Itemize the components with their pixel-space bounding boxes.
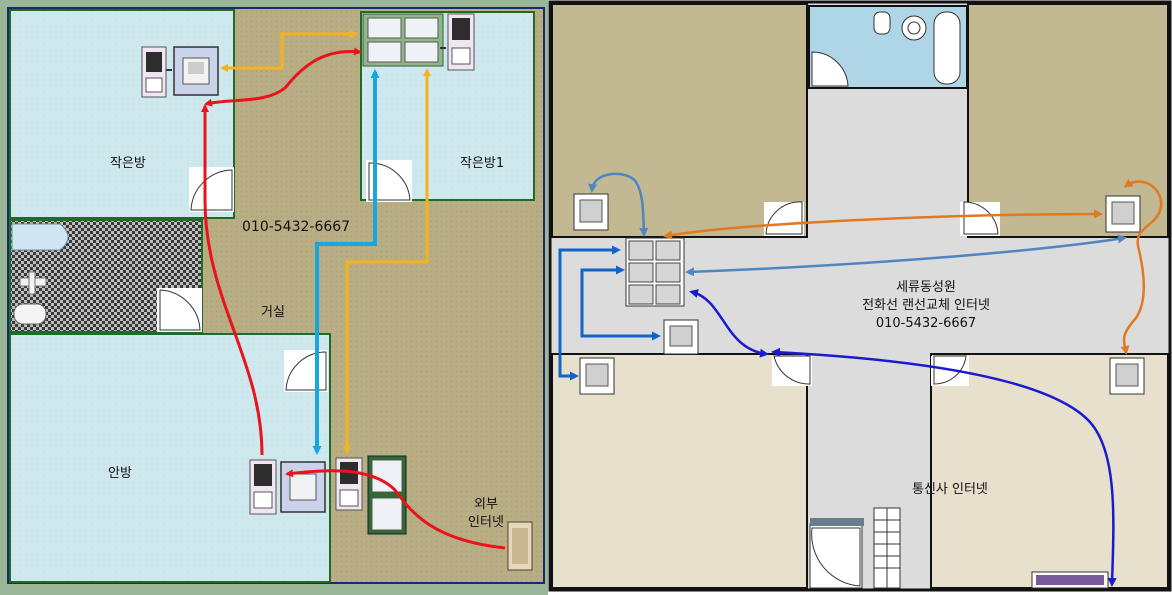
arrow-top-left bbox=[588, 172, 649, 237]
bathtub-icon bbox=[933, 11, 961, 85]
small-room-lan-jack-icon bbox=[173, 46, 219, 96]
door-main-room bbox=[284, 350, 328, 392]
lan-jack-top-left bbox=[573, 193, 609, 231]
lan-jack-bottom-left bbox=[579, 357, 615, 395]
arrow-bottom-right bbox=[1120, 178, 1163, 355]
label-living-room: 거실 bbox=[261, 305, 285, 320]
sink-icon bbox=[19, 271, 47, 295]
lan-jack-bottom-right bbox=[1109, 357, 1145, 395]
door-bathroom bbox=[811, 51, 849, 87]
arrow-bottom-left bbox=[558, 245, 621, 381]
main-room-lan-jack-icon bbox=[280, 461, 326, 513]
distribution-panel-icon bbox=[362, 13, 444, 67]
small-room-1-outlet-icon bbox=[447, 13, 475, 71]
door-small-room-1 bbox=[366, 160, 412, 202]
red-link-main-room bbox=[201, 104, 264, 456]
small-room-outlet-icon bbox=[141, 46, 167, 98]
toilet-icon bbox=[13, 303, 47, 325]
left-floor-plan-drawing bbox=[0, 0, 548, 595]
external-jack-box-icon bbox=[367, 455, 407, 535]
cyan-link-main bbox=[312, 69, 380, 455]
living-room-outlet-icon bbox=[335, 457, 363, 511]
door-entrance bbox=[809, 523, 863, 589]
service-line-1: 세류동성원 bbox=[896, 280, 956, 295]
external-terminal-icon bbox=[1031, 571, 1109, 589]
right-floor-plan: 세류동성원 전화선 랜선교체 인터넷 010-5432-6667 통신사 인터넷 bbox=[548, 0, 1172, 595]
floor-drain-icon bbox=[901, 15, 927, 41]
label-main-room: 안방 bbox=[108, 466, 132, 481]
door-bottom-left-room bbox=[772, 355, 812, 386]
lan-jack-corridor bbox=[663, 319, 699, 355]
door-top-right-room bbox=[960, 201, 1000, 236]
arrow-top-right bbox=[663, 209, 1103, 240]
arrow-panel-row2 bbox=[685, 234, 1127, 277]
label-small-room: 작은방 bbox=[110, 156, 146, 171]
shoe-rack-icon bbox=[873, 507, 901, 589]
door-top-left-room bbox=[764, 201, 804, 236]
red-link-external bbox=[285, 469, 506, 550]
main-room-area bbox=[9, 333, 331, 583]
arrow-carrier-line bbox=[771, 347, 1117, 587]
main-room-outlet-icon bbox=[249, 459, 277, 515]
lan-jack-top-right bbox=[1105, 195, 1141, 233]
label-external-internet: 외부 인터넷 bbox=[468, 497, 504, 530]
arrow-corridor-jack bbox=[580, 265, 661, 341]
service-info: 세류동성원 전화선 랜선교체 인터넷 010-5432-6667 bbox=[816, 279, 1036, 333]
label-phone-number-left: 010-5432-6667 bbox=[242, 219, 351, 235]
right-floor-plan-drawing bbox=[548, 0, 1172, 595]
arrow-panel-to-carrier bbox=[689, 289, 769, 358]
door-bathroom bbox=[157, 288, 202, 332]
door-small-room bbox=[189, 167, 234, 212]
service-line-3: 010-5432-6667 bbox=[875, 316, 977, 331]
entrance-mat bbox=[810, 518, 864, 526]
red-link-small-room bbox=[204, 47, 362, 107]
label-carrier-internet: 통신사 인터넷 bbox=[912, 482, 988, 497]
distribution-panel-icon bbox=[625, 237, 685, 307]
left-floor-plan: 작은방 작은방1 010-5432-6667 거실 안방 외부 인터넷 bbox=[0, 0, 548, 595]
bathtub-icon bbox=[11, 223, 69, 251]
toilet-icon bbox=[873, 11, 891, 35]
external-line-icon bbox=[507, 521, 533, 571]
label-small-room-1: 작은방1 bbox=[460, 156, 505, 171]
service-line-2: 전화선 랜선교체 인터넷 bbox=[862, 298, 990, 313]
